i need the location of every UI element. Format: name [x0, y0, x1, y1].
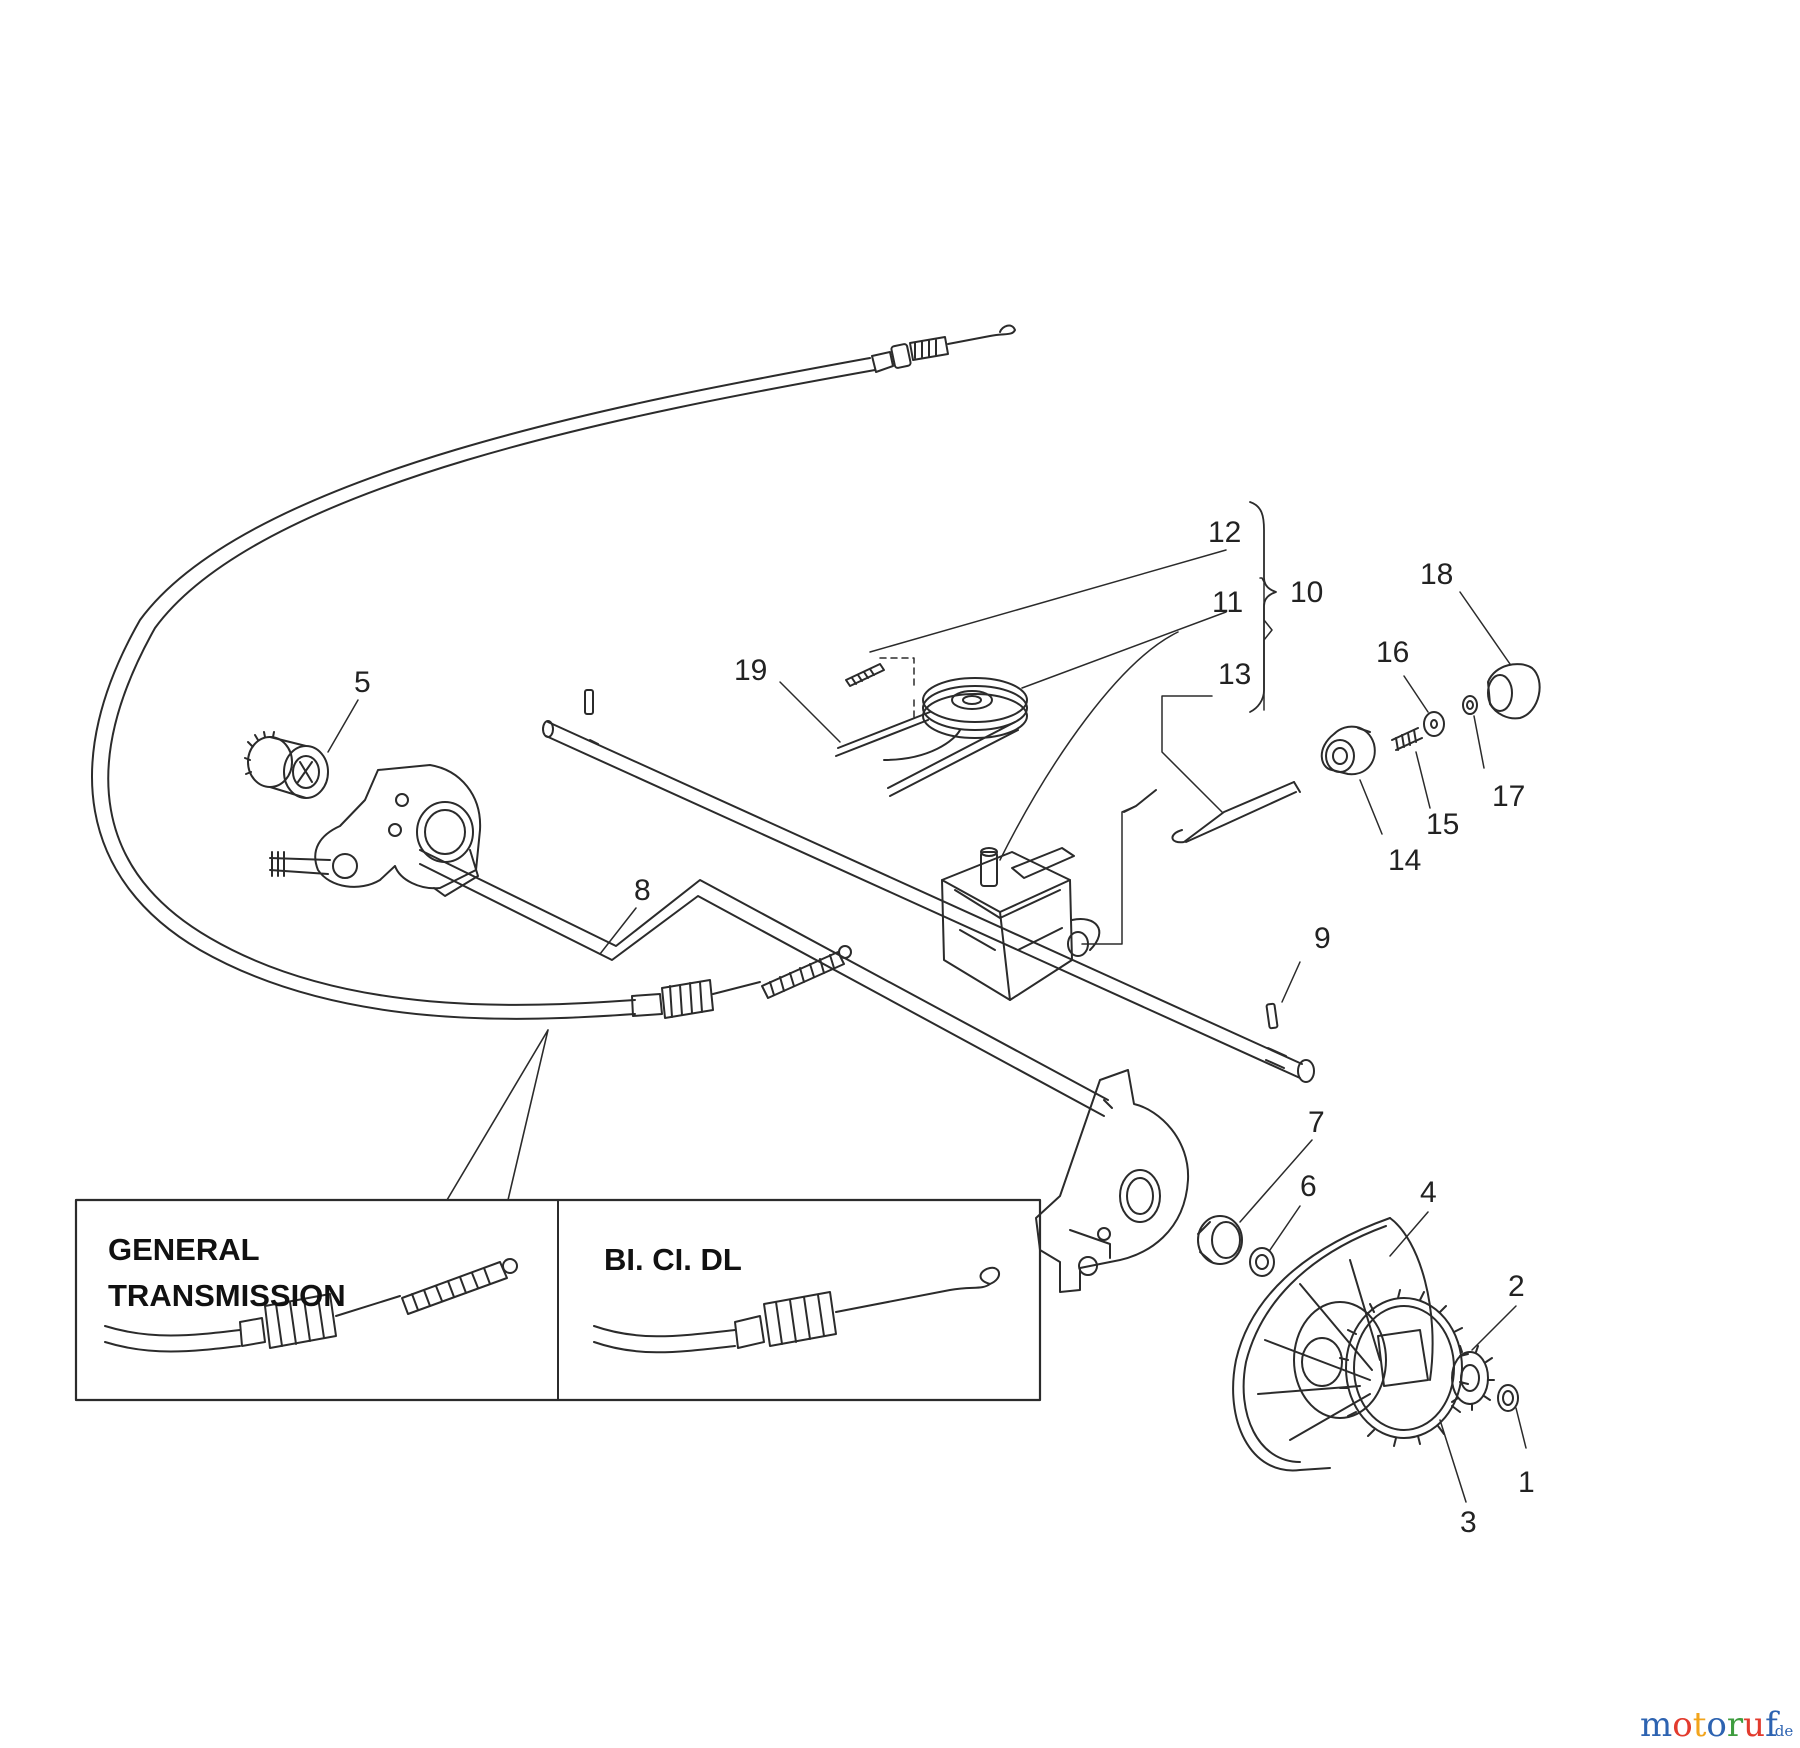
nut-17 — [1462, 695, 1478, 715]
leader-lines — [327, 549, 1527, 1503]
left-axle-bracket — [269, 764, 482, 897]
watermark-letter: o — [1706, 1705, 1726, 1745]
circlip-1 — [1497, 1384, 1519, 1412]
cable-variants-inset — [74, 1198, 1042, 1402]
callout-12: 12 — [1208, 516, 1241, 549]
watermark-letter: r — [1727, 1705, 1744, 1745]
watermark-letter: m — [1640, 1705, 1672, 1745]
roll-pin-top — [584, 689, 594, 715]
cable-top-end — [871, 324, 1016, 373]
callout-17: 17 — [1492, 780, 1525, 813]
watermark-letter: o — [1672, 1705, 1692, 1745]
rear-axle — [419, 849, 1113, 1117]
callout-13: 13 — [1218, 658, 1251, 691]
callout-10: 10 — [1290, 576, 1323, 609]
callout-6: 6 — [1300, 1170, 1317, 1203]
watermark-letter: t — [1693, 1705, 1707, 1745]
screw-12 — [845, 657, 915, 721]
callout-11: 11 — [1212, 586, 1243, 619]
washer-16 — [1423, 711, 1445, 737]
drive-shaft — [542, 720, 1315, 1083]
inset-title-general: GENERAL — [108, 1232, 260, 1267]
callout-16: 16 — [1376, 636, 1409, 669]
callout-5: 5 — [354, 666, 371, 699]
roll-pin-9 — [1265, 1002, 1279, 1030]
spring-15 — [1391, 727, 1423, 751]
watermark-letter: f — [1765, 1705, 1780, 1745]
shift-cam-14 — [1320, 725, 1376, 776]
inset-title-bi-ci-dl: BI. CI. DL — [604, 1242, 742, 1277]
group-brace — [1249, 501, 1277, 713]
pulley-11 — [922, 677, 1028, 739]
shift-rod-13 — [1123, 781, 1301, 844]
bi-ci-dl-cable — [593, 1266, 1000, 1354]
callout-8: 8 — [634, 874, 651, 907]
callout-9: 9 — [1314, 922, 1331, 955]
bearing-7 — [1197, 1215, 1243, 1265]
callout-15: 15 — [1426, 808, 1459, 841]
cable-bottom-end — [631, 945, 852, 1019]
inset-titles: GENERAL TRANSMISSION BI. CI. DL — [108, 1232, 742, 1313]
watermark-tld: .de — [1770, 1722, 1793, 1740]
inset-title-transmission: TRANSMISSION — [108, 1278, 346, 1313]
pinion-2 — [1451, 1345, 1495, 1411]
callout-3: 3 — [1460, 1506, 1477, 1539]
callout-1: 1 — [1518, 1466, 1535, 1499]
callout-14: 14 — [1388, 844, 1421, 877]
callout-18: 18 — [1420, 558, 1453, 591]
callout-19: 19 — [734, 654, 767, 687]
wheel-4 — [1232, 1217, 1434, 1472]
callout-4: 4 — [1420, 1176, 1437, 1209]
control-cable — [91, 324, 1016, 1201]
callout-labels: 1 2 3 4 5 6 7 8 9 10 11 12 13 14 15 16 1… — [354, 516, 1535, 1539]
drive-belt-19 — [835, 711, 1019, 797]
watermark-letter: u — [1743, 1705, 1765, 1745]
general-transmission-cable — [104, 1258, 518, 1353]
cap-18 — [1487, 663, 1541, 720]
pinion-5 — [244, 731, 329, 799]
gear-3 — [1339, 1289, 1469, 1447]
callout-7: 7 — [1308, 1106, 1325, 1139]
callout-2: 2 — [1508, 1270, 1525, 1303]
gearbox — [941, 847, 1101, 1001]
right-axle-bracket — [1035, 1069, 1190, 1293]
motoruf-watermark: motoruf .de — [1640, 1705, 1793, 1745]
washer-6 — [1249, 1247, 1275, 1277]
watermark-brand: motoruf — [1640, 1705, 1780, 1745]
